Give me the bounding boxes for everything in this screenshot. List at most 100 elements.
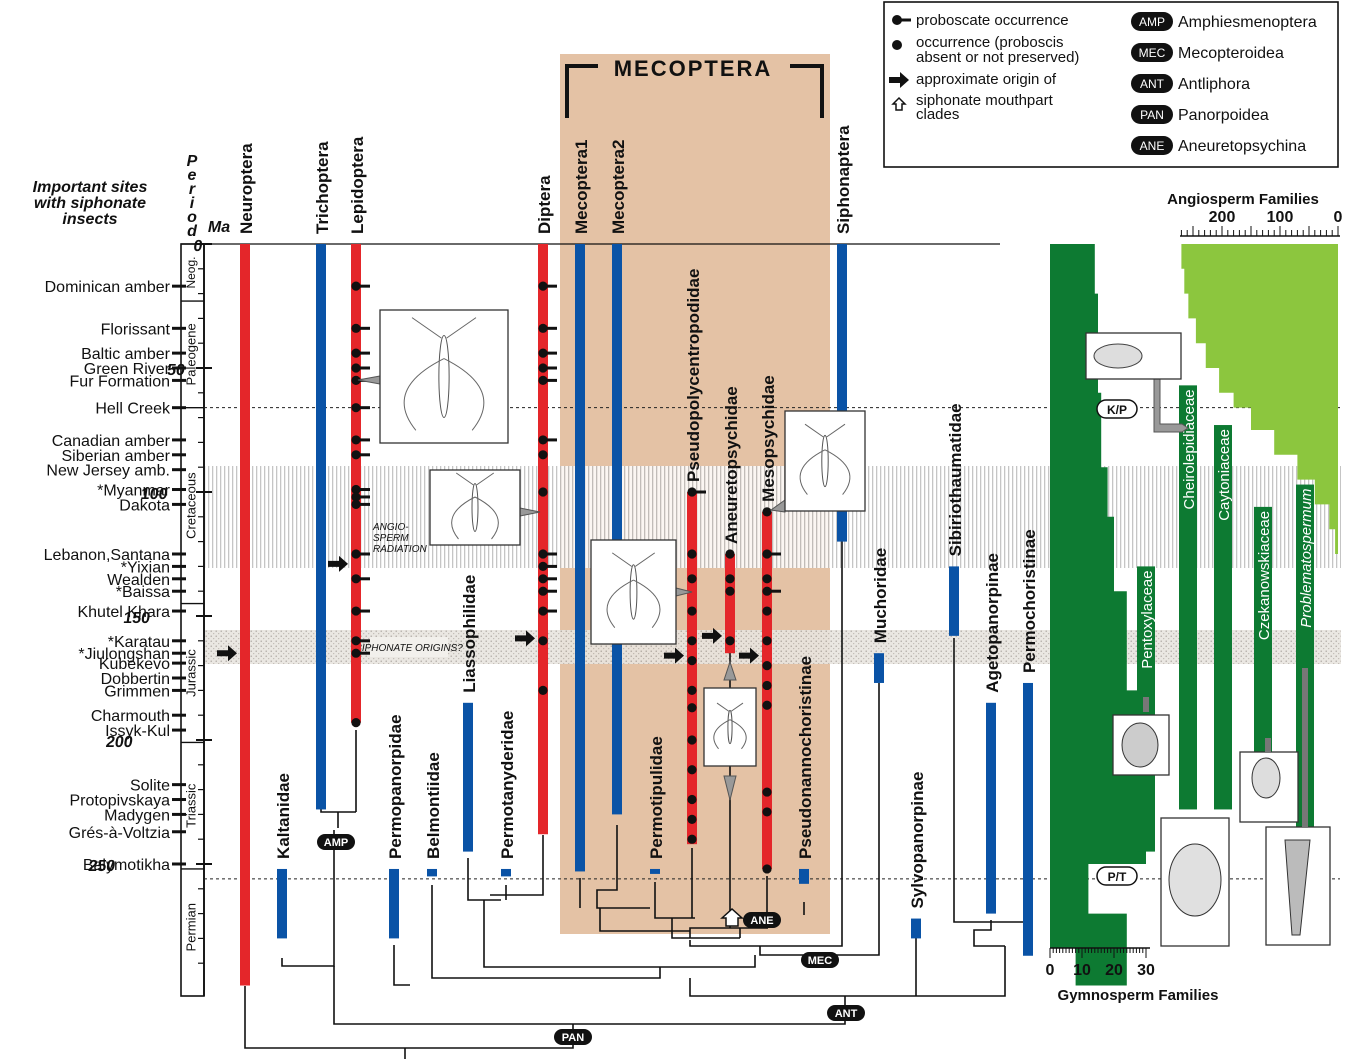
gymnosperm-bar bbox=[1254, 506, 1272, 753]
period-label: Triassic bbox=[183, 783, 198, 828]
site-label: Issyk-Kul bbox=[105, 723, 170, 740]
site-label: Wealden bbox=[107, 572, 170, 589]
taxon-label: Mecoptera1 bbox=[572, 140, 591, 234]
site-label: Baltic amber bbox=[81, 346, 171, 363]
proboscate-marker bbox=[538, 574, 548, 584]
taxon-bar bbox=[1023, 682, 1033, 956]
taxon-bar bbox=[277, 868, 287, 939]
legend-clade-badge bbox=[1131, 12, 1173, 31]
angiosperm-radiation-label: SPERM bbox=[373, 533, 409, 544]
period-header-letter: d bbox=[187, 223, 198, 240]
occurrence-marker bbox=[687, 574, 697, 584]
occurrence-marker bbox=[725, 586, 735, 596]
gymnosperm-axis-title: Gymnosperm Families bbox=[1058, 987, 1219, 1004]
occurrence-marker bbox=[687, 735, 697, 745]
problematospermum-drawing bbox=[1284, 839, 1311, 936]
taxon-label: Aneuretopsychidae bbox=[722, 386, 741, 544]
taxon-label: Permopanorpidae bbox=[386, 714, 405, 859]
gymnosperm-taxon-label: Caytoniaceae bbox=[1216, 429, 1233, 521]
occurrence-marker bbox=[687, 765, 697, 775]
site-label: Kubekevo bbox=[99, 656, 170, 673]
proboscate-marker bbox=[538, 323, 548, 333]
occurrence-marker bbox=[762, 700, 772, 710]
proboscate-marker bbox=[538, 606, 548, 616]
site-label: *Baissa bbox=[116, 584, 170, 601]
proboscate-marker bbox=[538, 435, 548, 445]
occurrence-marker bbox=[762, 807, 772, 817]
taxon-label: Sylvopanorpinae bbox=[908, 772, 927, 909]
taxon-label: Permochoristinae bbox=[1020, 529, 1039, 673]
ma-tick-label: 50 bbox=[166, 361, 186, 379]
occurrence-marker bbox=[725, 636, 735, 646]
taxon-bar bbox=[389, 868, 399, 939]
occurrence-marker bbox=[687, 549, 697, 559]
siphonate-origin-icon bbox=[720, 907, 744, 927]
site-label: Hell Creek bbox=[95, 401, 171, 418]
occurrence-marker bbox=[687, 834, 697, 844]
proboscate-marker bbox=[351, 375, 361, 385]
lepidoptera-fossil-image-connector bbox=[357, 375, 381, 385]
period-header-letter: i bbox=[190, 195, 195, 212]
occurrence-marker bbox=[351, 718, 361, 728]
tree-branch bbox=[244, 986, 574, 1049]
site-label: Green River bbox=[84, 361, 171, 378]
legend-siphonate-label: clades bbox=[916, 106, 959, 123]
mecoptera-bracket bbox=[565, 64, 824, 118]
tree-branch bbox=[490, 835, 544, 896]
occurrence-marker bbox=[762, 787, 772, 797]
gymnosperm-bar bbox=[1179, 385, 1197, 810]
tree-branch bbox=[320, 730, 357, 828]
legend-occurrence-label: absent or not preserved) bbox=[916, 49, 1079, 66]
legend-clade-badge bbox=[1131, 136, 1173, 155]
gymnosperm-tick-label: 20 bbox=[1105, 962, 1123, 979]
period-header-letter: r bbox=[189, 181, 196, 198]
occurrence-marker bbox=[762, 864, 772, 874]
kp-label: K/P bbox=[1107, 403, 1127, 417]
angiosperm-radiation-band bbox=[205, 466, 1341, 568]
clade-node-label: PAN bbox=[562, 1032, 584, 1044]
taxon-label: Trichoptera bbox=[313, 141, 332, 234]
occurrence-marker bbox=[762, 661, 772, 671]
lepidoptera-fossil-image bbox=[379, 309, 509, 444]
gymnosperm-taxon-label: Problematospermum bbox=[1298, 489, 1315, 628]
legend-siphonate-icon bbox=[891, 96, 907, 111]
taxon-bar bbox=[949, 566, 959, 636]
site-label: Florissant bbox=[101, 321, 171, 338]
origin-arrow bbox=[739, 647, 759, 664]
proboscate-marker bbox=[351, 606, 361, 616]
proboscate-marker bbox=[762, 549, 772, 559]
proboscate-marker bbox=[351, 281, 361, 291]
pseudopolycentropodidae-fossil-drawing-wings bbox=[606, 579, 661, 629]
site-label: Khutel Khara bbox=[77, 604, 170, 621]
mesopsychidae-fossil-drawing-body bbox=[821, 434, 829, 488]
proboscate-marker bbox=[351, 403, 361, 413]
siphonate-origins-label: SIPHONATE ORIGINS? bbox=[355, 643, 463, 654]
origin-arrow bbox=[664, 647, 684, 664]
sites-header: insects bbox=[62, 211, 117, 228]
legend-origin-arrow bbox=[889, 72, 909, 88]
occurrence-marker bbox=[762, 574, 772, 584]
aneuretopsychidae-fossil-image bbox=[703, 687, 757, 767]
clade-node-label: AMP bbox=[324, 837, 348, 849]
period-label: Permian bbox=[183, 903, 198, 951]
proboscate-marker bbox=[538, 561, 548, 572]
taxon-label: Permotipulidae bbox=[647, 736, 666, 859]
occurrence-marker bbox=[687, 606, 697, 616]
kp-badge bbox=[1096, 399, 1138, 419]
aneuretopsychidae-fossil-drawing-wings bbox=[713, 719, 747, 750]
gymnosperm-tick-label: 0 bbox=[1046, 962, 1055, 979]
taxon-bar bbox=[575, 244, 585, 872]
lepidoptera-fossil-drawing-wings bbox=[403, 358, 485, 431]
clade-node-badge bbox=[827, 1005, 865, 1021]
site-label: *Karatau bbox=[108, 634, 170, 651]
tree-branch bbox=[579, 825, 650, 909]
gymnosperm-bar bbox=[1214, 425, 1232, 810]
tree-branch bbox=[467, 858, 756, 968]
taxon-bar bbox=[650, 868, 660, 874]
clade-node-badge bbox=[317, 834, 355, 850]
angiosperm-families-area bbox=[1181, 244, 1338, 562]
taxon-label: Permotanyderidae bbox=[498, 711, 517, 859]
proboscate-marker bbox=[538, 348, 548, 358]
angiosperm-radiation-label: RADIATION bbox=[373, 544, 427, 555]
